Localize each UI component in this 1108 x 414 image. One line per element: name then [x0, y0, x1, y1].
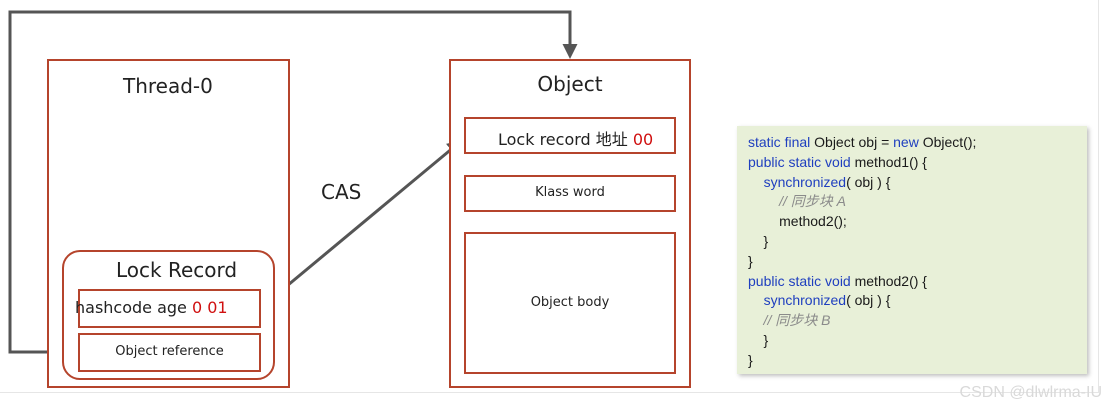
object-lock-record-label: Lock record 地址: [498, 130, 633, 149]
code-token: public static void: [748, 153, 855, 170]
code-token: method2();: [748, 213, 847, 230]
code-token: }: [748, 232, 769, 249]
diagram-frame: [0, 0, 1099, 393]
code-token: // 同步块 B: [748, 312, 831, 329]
code-token: Object();: [922, 134, 977, 150]
code-line: // 同步块 A: [748, 192, 1087, 212]
code-line: static final Object obj = new Object();: [748, 133, 1087, 153]
code-line: method2();: [748, 212, 1087, 232]
code-token: }: [748, 252, 753, 269]
code-token: Object obj =: [814, 134, 894, 150]
code-token: // 同步块 A: [748, 193, 847, 210]
code-panel: static final Object obj = new Object();p…: [737, 126, 1087, 374]
code-line: // 同步块 B: [748, 311, 1087, 331]
klass-word-label: Klass word: [535, 185, 605, 200]
code-token: [748, 292, 764, 308]
watermark: CSDN @dlwlrma-IU: [959, 384, 1102, 401]
hashcode-bits: 0 01: [191, 298, 228, 317]
code-token: synchronized: [763, 292, 847, 309]
lock-record-title: Lock Record: [116, 258, 238, 282]
code-token: static final: [748, 134, 815, 150]
hashcode-field: [78, 289, 261, 328]
code-line: }: [748, 252, 1087, 272]
code-token: method1() {: [854, 153, 927, 170]
cas-label: CAS: [321, 180, 362, 204]
code-token: synchronized: [763, 173, 847, 190]
klass-word-field: [464, 175, 676, 212]
object-body-label: Object body: [530, 295, 610, 310]
code-token: ( obj ) {: [846, 292, 891, 309]
object-reference-field: [78, 333, 261, 372]
code-line: synchronized( obj ) {: [748, 173, 1087, 193]
code-line: public static void method1() {: [748, 153, 1087, 173]
object-lock-record-field: [464, 117, 676, 154]
object-reference-label: Object reference: [115, 344, 224, 359]
object-lock-record-text: Lock record 地址 00: [498, 126, 653, 150]
thread-title: Thread-0: [123, 74, 213, 98]
code-token: public static void: [748, 272, 855, 289]
cas-double-arrow: [261, 140, 463, 307]
code-line: }: [748, 351, 1087, 371]
code-token: ( obj ) {: [846, 173, 891, 190]
code-line: }: [748, 232, 1087, 252]
code-token: new: [893, 134, 923, 150]
hashcode-text: hashcode age 0 01: [75, 298, 228, 317]
hashcode-label: hashcode age: [75, 298, 192, 317]
reference-arrow: [8, 10, 578, 354]
object-body-field: [464, 232, 676, 374]
code-token: [748, 174, 764, 190]
object-lock-record-bits: 00: [632, 130, 654, 149]
code-line: synchronized( obj ) {: [748, 291, 1087, 311]
code-line: }: [748, 331, 1087, 351]
object-title: Object: [537, 72, 603, 96]
code-token: }: [748, 331, 769, 348]
code-line: public static void method2() {: [748, 272, 1087, 292]
code-token: method2() {: [854, 272, 927, 289]
code-token: }: [748, 351, 753, 368]
